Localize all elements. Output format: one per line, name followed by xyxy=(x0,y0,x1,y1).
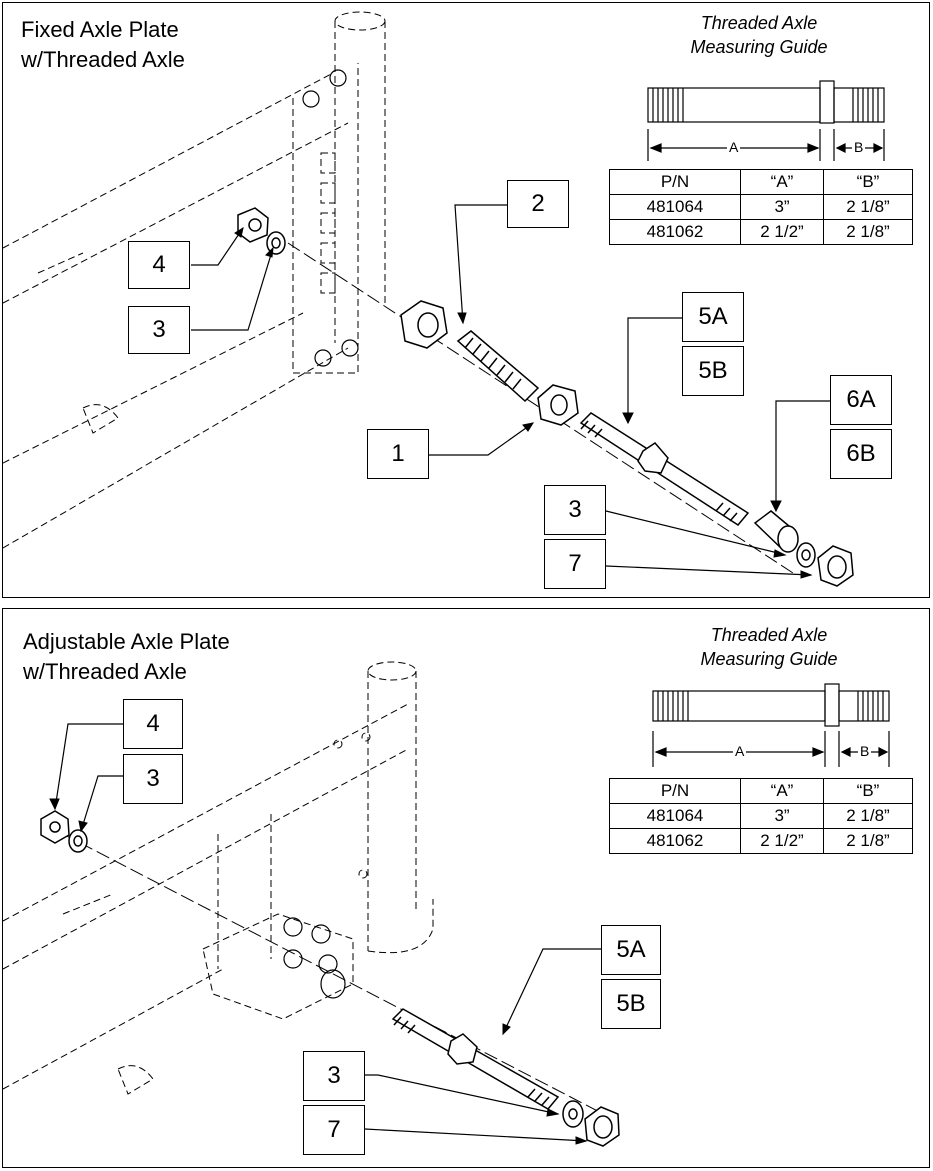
measurement-table: P/N “A” “B” 481064 3” 2 1/8” 481062 2 1/… xyxy=(609,169,913,245)
mounting-bolts xyxy=(302,69,359,367)
guide-line-1: Threaded Axle xyxy=(700,13,818,33)
callout-4: 4 xyxy=(123,699,183,749)
guide-axle-drawing xyxy=(647,80,885,161)
fixed-axle-panel: Fixed Axle Plate w/Threaded Axle Threade… xyxy=(2,2,930,598)
dim-a-label: A xyxy=(727,139,741,155)
guide-line-1: Threaded Axle xyxy=(710,625,828,645)
part-7-nut xyxy=(817,545,854,587)
callout-6b: 6B xyxy=(830,429,892,479)
title-line-2: w/Threaded Axle xyxy=(21,47,185,72)
cell-pn: 481062 xyxy=(609,828,741,854)
panel-title: Fixed Axle Plate w/Threaded Axle xyxy=(21,15,185,75)
cell-pn: 481064 xyxy=(609,194,741,220)
callout-3: 3 xyxy=(123,754,183,804)
table-row: 481062 2 1/2” 2 1/8” xyxy=(609,219,913,245)
header-a: “A” xyxy=(740,169,824,195)
callout-3-lower: 3 xyxy=(303,1051,365,1101)
guide-axle-drawing xyxy=(652,683,890,767)
adjustable-axle-panel: Adjustable Axle Plate w/Threaded Axle Th… xyxy=(2,608,930,1168)
table-header-row: P/N “A” “B” xyxy=(609,778,913,804)
table-row: 481064 3” 2 1/8” xyxy=(609,803,913,829)
header-b: “B” xyxy=(823,169,913,195)
callout-3-lower: 3 xyxy=(544,485,606,535)
measuring-guide-title: Threaded Axle Measuring Guide xyxy=(639,11,879,59)
dim-b-label: B xyxy=(858,743,872,759)
guide-line-2: Measuring Guide xyxy=(690,37,828,57)
part-7-nut xyxy=(584,1106,620,1147)
callout-3: 3 xyxy=(128,306,190,354)
cell-a: 3” xyxy=(740,803,824,829)
callout-5a: 5A xyxy=(601,925,661,975)
part-3-washer-lower xyxy=(562,1100,584,1128)
part-3-washer xyxy=(266,231,286,255)
cell-pn: 481062 xyxy=(609,219,741,245)
wheelchair-frame xyxy=(3,11,386,549)
guide-line-2: Measuring Guide xyxy=(700,649,838,669)
cell-a: 2 1/2” xyxy=(740,828,824,854)
callout-6a: 6A xyxy=(830,375,892,425)
title-line-2: w/Threaded Axle xyxy=(23,659,187,684)
axle-centre-line xyxy=(62,833,614,1120)
cell-pn: 481064 xyxy=(609,803,741,829)
callout-5a: 5A xyxy=(682,292,744,342)
callout-2: 2 xyxy=(507,180,569,228)
leader-lines xyxy=(191,204,831,576)
cell-b: 2 1/8” xyxy=(823,194,913,220)
header-pn: P/N xyxy=(609,169,741,195)
measuring-guide-title: Threaded Axle Measuring Guide xyxy=(649,623,889,671)
callout-5b: 5B xyxy=(682,346,744,396)
part-5-axle xyxy=(579,412,750,526)
dim-a-label: A xyxy=(733,743,747,759)
axle-centre-line xyxy=(287,242,794,574)
callout-1: 1 xyxy=(367,429,429,479)
fixed-axle-exploded-drawing xyxy=(3,11,885,587)
callout-7: 7 xyxy=(303,1105,365,1155)
callout-5b: 5B xyxy=(601,979,661,1029)
title-line-1: Fixed Axle Plate xyxy=(21,17,179,42)
part-6-bushing xyxy=(753,510,799,553)
part-3-washer-lower xyxy=(796,542,816,568)
title-line-1: Adjustable Axle Plate xyxy=(23,629,230,654)
table-row: 481062 2 1/2” 2 1/8” xyxy=(609,828,913,854)
part-5-axle xyxy=(391,1008,560,1110)
leader-arrowheads xyxy=(49,798,588,1145)
leader-arrowheads xyxy=(234,226,813,579)
part-4-nut xyxy=(237,207,269,243)
cell-b: 2 1/8” xyxy=(823,803,913,829)
header-b: “B” xyxy=(823,778,913,804)
cell-b: 2 1/8” xyxy=(823,219,913,245)
part-2-spacer xyxy=(456,330,540,403)
cell-a: 2 1/2” xyxy=(740,219,824,245)
dim-b-label: B xyxy=(852,139,866,155)
part-4-nut xyxy=(40,810,70,844)
callout-4: 4 xyxy=(128,241,190,289)
leader-lines xyxy=(54,723,603,1142)
hex-nut xyxy=(400,300,448,349)
callout-7: 7 xyxy=(544,539,606,589)
table-header-row: P/N “A” “B” xyxy=(609,169,913,195)
measurement-table: P/N “A” “B” 481064 3” 2 1/8” 481062 2 1/… xyxy=(609,778,913,854)
table-row: 481064 3” 2 1/8” xyxy=(609,194,913,220)
header-a: “A” xyxy=(740,778,824,804)
wheelchair-frame xyxy=(3,661,434,1095)
adjustable-axle-exploded-drawing xyxy=(3,661,890,1147)
cell-a: 3” xyxy=(740,194,824,220)
part-1-nut xyxy=(537,384,579,426)
axle-plate-bolts xyxy=(283,917,346,999)
header-pn: P/N xyxy=(609,778,741,804)
panel-title: Adjustable Axle Plate w/Threaded Axle xyxy=(23,627,230,687)
part-3-washer xyxy=(68,829,88,853)
cell-b: 2 1/8” xyxy=(823,828,913,854)
